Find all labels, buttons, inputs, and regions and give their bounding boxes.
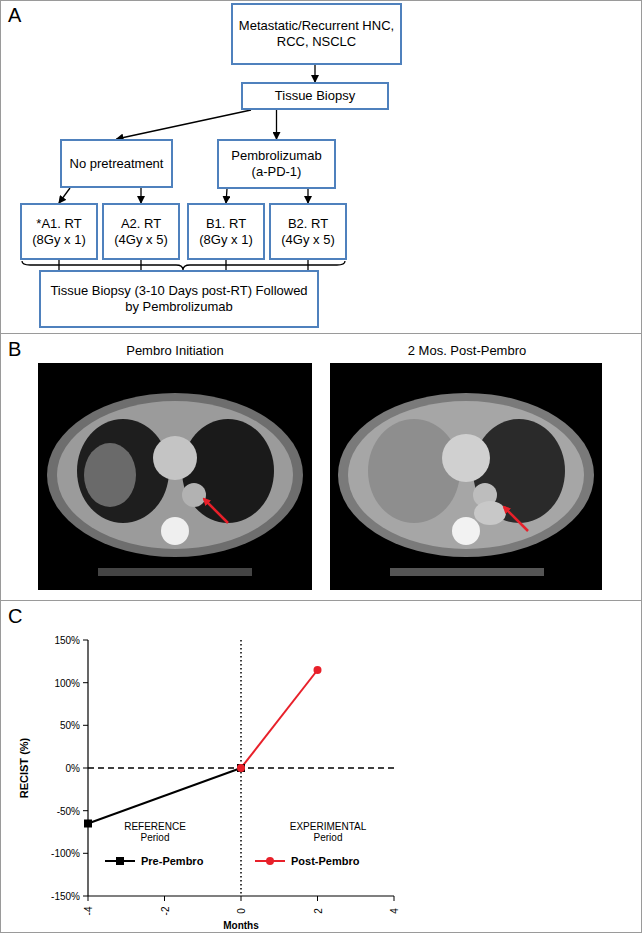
flow-arrow — [140, 260, 141, 270]
ct-scan — [38, 363, 312, 590]
flow-arrow — [307, 260, 308, 270]
figure-label: 0 — [236, 908, 247, 914]
process-box: Pembrolizumab (a-PD-1) — [217, 139, 336, 189]
flow-arrow — [225, 260, 226, 270]
panel-letter: B — [8, 338, 21, 361]
svg-circle — [442, 434, 490, 482]
box-text: *A1. RT (8Gy x 1) — [26, 216, 92, 248]
svg-line — [317, 896, 318, 901]
svg-line — [88, 896, 89, 901]
process-box: A2. RT (4Gy x 5) — [102, 203, 180, 260]
figure-label: 150% — [54, 635, 80, 646]
process-box: B1. RT (8Gy x 1) — [187, 203, 265, 260]
legend-text: Pre-Pembro — [141, 855, 203, 867]
svg-ellipse — [84, 443, 136, 507]
svg-line — [83, 768, 88, 769]
process-box: Tissue Biopsy — [241, 82, 389, 110]
panel-divider — [0, 333, 642, 334]
svg-line — [241, 670, 318, 768]
svg-ellipse — [338, 393, 594, 557]
box-text: B2. RT (4Gy x 5) — [275, 216, 341, 248]
process-box: No pretreatment — [60, 139, 173, 188]
flow-arrow — [276, 110, 277, 139]
figure-label: -150% — [51, 891, 80, 902]
svg-line — [83, 853, 88, 854]
box-text: No pretreatment — [70, 156, 164, 172]
box-text: Metastatic/Recurrent HNC, RCC, NSCLC — [237, 18, 396, 50]
figure-label: EXPERIMENTAL Period — [281, 821, 376, 843]
svg-circle — [237, 764, 245, 772]
svg-rect — [98, 568, 252, 576]
svg-circle — [314, 666, 322, 674]
flow-arrow — [307, 189, 308, 203]
svg-circle — [452, 517, 480, 545]
box-text: Pembrolizumab (a-PD-1) — [223, 148, 330, 180]
ct-scan — [330, 363, 602, 590]
legend-text: Post-Pembro — [291, 855, 359, 867]
svg-rect — [237, 764, 245, 772]
svg-line — [83, 810, 88, 811]
figure-label: -100% — [51, 848, 80, 859]
process-box: Tissue Biopsy (3-10 Days post-RT) Follow… — [39, 270, 319, 328]
flow-arrow — [140, 188, 141, 203]
figure-label: 50% — [60, 720, 80, 731]
flow-arrow — [59, 188, 70, 203]
panel-letter: C — [8, 605, 22, 628]
flow-arrow — [226, 189, 227, 203]
flow-arrow — [314, 65, 315, 82]
line-chart — [83, 640, 394, 901]
svg-rect — [116, 857, 124, 865]
svg-ellipse — [57, 401, 293, 549]
svg-rect — [390, 568, 544, 576]
svg-rect — [330, 363, 602, 590]
figure-label: Months — [223, 920, 259, 931]
box-text: Tissue Biopsy — [275, 88, 355, 104]
svg-circle — [266, 857, 274, 865]
svg-ellipse — [474, 501, 506, 525]
figure-label: 100% — [54, 677, 80, 688]
box-text: B1. RT (8Gy x 1) — [193, 216, 259, 248]
figure-label: 2 — [312, 908, 323, 914]
figure-label: RECIST (%) — [18, 738, 30, 799]
box-text: A2. RT (4Gy x 5) — [108, 216, 174, 248]
svg-rect — [84, 820, 92, 828]
box-text: Tissue Biopsy (3-10 Days post-RT) Follow… — [45, 283, 313, 315]
group-brace — [22, 261, 345, 270]
svg-line — [83, 640, 88, 641]
svg-circle — [153, 436, 197, 480]
process-box: Metastatic/Recurrent HNC, RCC, NSCLC — [231, 3, 402, 65]
svg-line — [164, 896, 165, 901]
figure-label: -50% — [57, 805, 80, 816]
process-box: *A1. RT (8Gy x 1) — [20, 203, 98, 260]
svg-ellipse — [47, 393, 303, 557]
figure-label: -2 — [159, 907, 170, 916]
svg-line — [83, 682, 88, 683]
panel-letter: A — [8, 4, 21, 27]
svg-line — [241, 896, 242, 901]
svg-line — [394, 896, 395, 901]
svg-circle — [161, 517, 189, 545]
figure-label: 0% — [66, 763, 80, 774]
svg-ellipse — [182, 419, 274, 523]
figure-label: 2 Mos. Post-Pembro — [408, 343, 527, 358]
figure-label: Pembro Initiation — [126, 343, 224, 358]
figure-label: 4 — [389, 908, 400, 914]
svg-line — [204, 499, 228, 523]
flow-arrow — [58, 260, 59, 270]
svg-ellipse — [77, 419, 169, 523]
figure-label: REFERENCE Period — [115, 821, 195, 843]
svg-line — [88, 768, 241, 824]
svg-circle — [182, 483, 206, 507]
svg-ellipse — [348, 401, 584, 549]
figure-label: -4 — [83, 907, 94, 916]
flow-arrow — [117, 110, 252, 139]
process-box: B2. RT (4Gy x 5) — [269, 203, 347, 260]
svg-rect — [38, 363, 312, 590]
panel-divider — [0, 600, 642, 601]
svg-line — [83, 725, 88, 726]
svg-line — [504, 507, 528, 531]
svg-line — [83, 896, 88, 897]
